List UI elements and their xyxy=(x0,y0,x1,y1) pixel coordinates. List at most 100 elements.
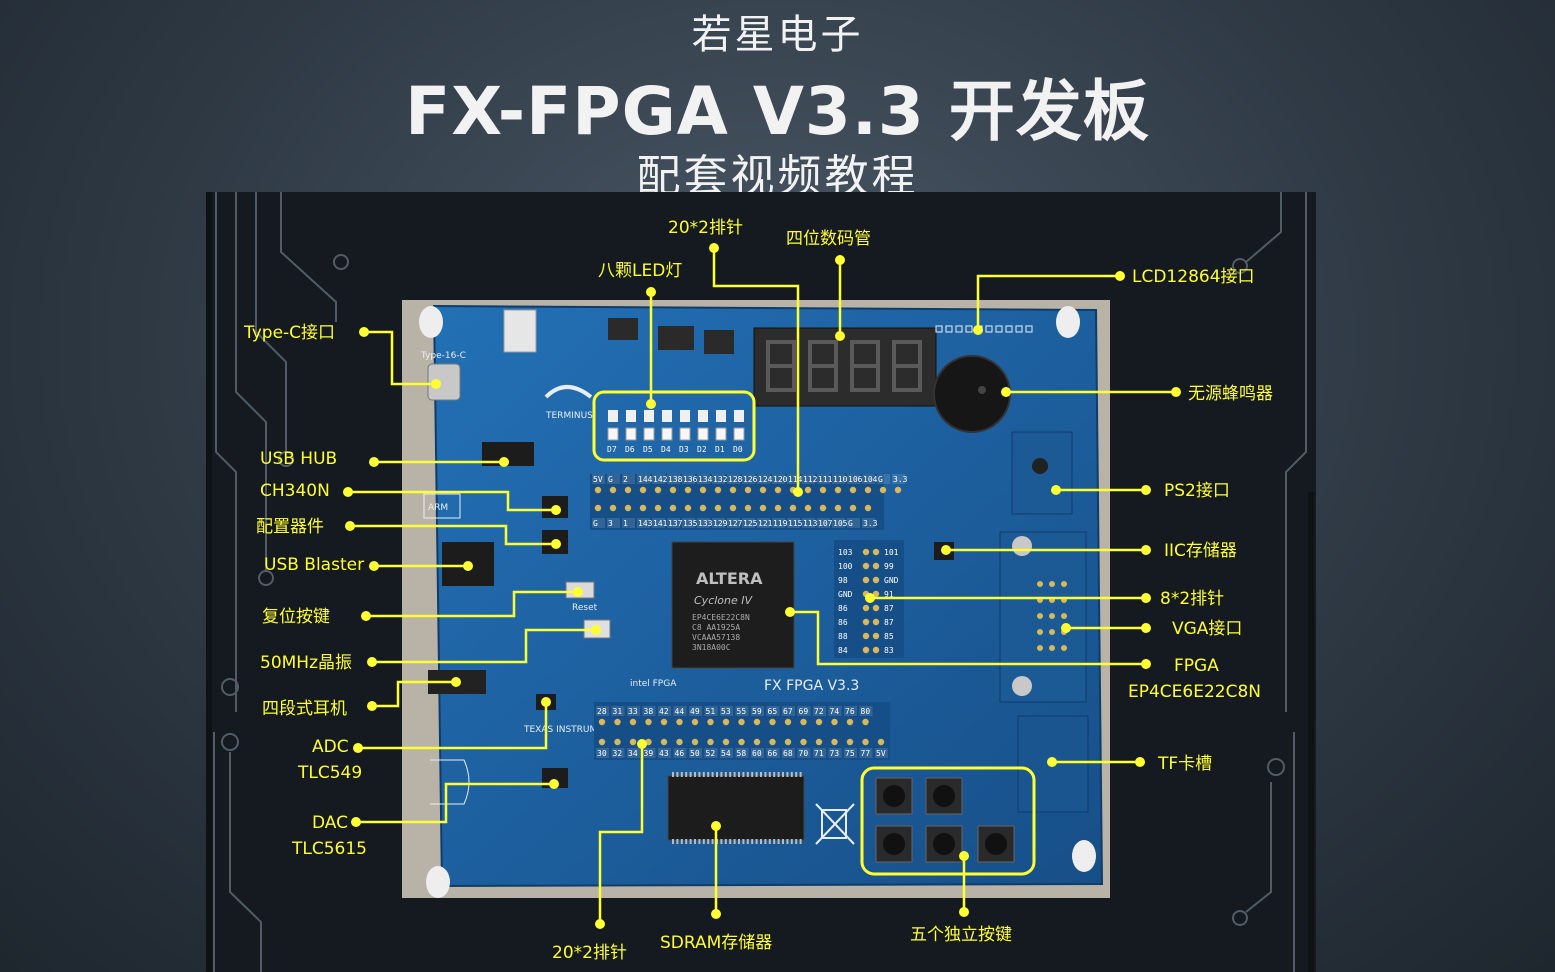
vga-pin xyxy=(1061,645,1067,651)
p6-top-label-bg xyxy=(607,474,620,484)
sdram-pin-bottom xyxy=(755,839,758,844)
p6-top-label-bg xyxy=(622,474,635,484)
p6-top-label: 104 xyxy=(863,475,878,484)
p6-bottom-label: 135 xyxy=(683,519,698,528)
p6-bottom-pin xyxy=(729,504,737,512)
p6-top-label: 5V xyxy=(593,475,603,484)
led-label: D3 xyxy=(679,445,689,454)
p9-left-pin xyxy=(862,562,870,570)
standoff-br xyxy=(1072,840,1096,872)
p6-bottom-label: 133 xyxy=(698,519,713,528)
p6-top-label-bg xyxy=(862,474,875,484)
label-lcd: LCD12864接口 xyxy=(1132,267,1255,287)
label-dac-part: TLC5615 xyxy=(291,839,367,859)
p6-top-label: 3.3 xyxy=(893,475,908,484)
key-buttons xyxy=(875,777,1015,863)
led xyxy=(661,427,673,441)
p6-bottom-label-bg xyxy=(607,518,620,528)
p6-top-label: 111 xyxy=(818,475,833,484)
p7-bottom-label: 54 xyxy=(721,749,731,758)
p6-bottom-pin xyxy=(804,504,812,512)
p7-top-pin xyxy=(660,718,668,726)
board-silk-name: FX FPGA V3.3 xyxy=(764,678,859,694)
sdram-pin-top xyxy=(702,772,705,777)
seven-segment-digits xyxy=(766,340,922,392)
p7-bottom-pin xyxy=(877,738,885,746)
p7-bottom-pin xyxy=(753,738,761,746)
p6-top-pin xyxy=(864,486,872,494)
p6-top-pin xyxy=(744,486,752,494)
p6-top-pin xyxy=(804,486,812,494)
sdram-pin-bottom xyxy=(676,839,679,844)
p9-left-pin xyxy=(862,576,870,584)
p9-left-pin xyxy=(862,646,870,654)
p6-top-pin xyxy=(669,486,677,494)
p6-top-pin xyxy=(849,486,857,494)
sdram-pin-bottom xyxy=(702,839,705,844)
p6-bottom-pin xyxy=(744,504,752,512)
p6-top-label: 114 xyxy=(788,475,803,484)
p7-bottom-label: 32 xyxy=(613,749,623,758)
sdram-pin-top xyxy=(680,772,683,777)
p6-top-pin xyxy=(819,486,827,494)
sdram-pin-bottom xyxy=(782,839,784,844)
fpga-family: Cyclone IV xyxy=(694,594,754,607)
p7-bottom-label-bg xyxy=(689,748,702,758)
p6-top-pin xyxy=(609,486,617,494)
fpga-part-3: VCAAA57138 xyxy=(692,633,740,642)
p7-top-label: 76 xyxy=(845,707,855,716)
p7-bottom-label: 52 xyxy=(706,749,716,758)
sdram-chip xyxy=(667,775,805,841)
p6-top-label: 134 xyxy=(698,475,713,484)
p7-top-pin xyxy=(815,718,823,726)
sdram-pin-bottom xyxy=(777,839,780,844)
label-dac: DAC xyxy=(312,813,348,833)
sdram-pin-bottom xyxy=(711,839,714,844)
label-reset: 复位按键 xyxy=(262,607,330,627)
vga-pin xyxy=(1037,613,1043,619)
p7-top-label-bg xyxy=(720,706,733,716)
label-adc: ADC xyxy=(312,737,349,757)
led-resistor xyxy=(644,410,654,422)
p6-bottom-label-bg xyxy=(637,518,650,528)
sdram-pin-top xyxy=(716,772,718,777)
p6-top-pin xyxy=(624,486,632,494)
p7-bottom-label-bg xyxy=(766,748,780,758)
sdram-pin-top xyxy=(746,772,749,777)
p6-top-pin xyxy=(894,486,902,494)
p7-bottom-label-bg xyxy=(642,748,656,758)
p6-top-label-bg xyxy=(697,474,710,484)
sdram-pin-top xyxy=(676,772,679,777)
usb-c-connector xyxy=(427,363,461,401)
lcd-header-pins xyxy=(935,325,1033,333)
label-config: 配置器件 xyxy=(256,517,324,537)
p6-bottom-label: G xyxy=(848,519,853,528)
sdram-pin-top xyxy=(768,772,771,777)
p6-top-label-bg xyxy=(652,474,665,484)
led xyxy=(697,427,709,441)
p6-bottom-label-bg xyxy=(667,518,680,528)
p7-top-label: 74 xyxy=(830,707,840,716)
sdram-pin-bottom xyxy=(689,839,692,844)
label-typec: Type-C接口 xyxy=(243,323,335,343)
buzzer-hole xyxy=(978,386,986,394)
p6-top-pin xyxy=(699,486,707,494)
led-resistor xyxy=(608,410,618,422)
vga-mount-bottom xyxy=(1012,676,1032,696)
p6-bottom-label-bg xyxy=(862,518,875,528)
p6-bottom-pin xyxy=(864,504,872,512)
p7-bottom-label-bg xyxy=(751,748,764,758)
p9-left-pin xyxy=(862,548,870,556)
p7-top-label-bg xyxy=(782,706,795,716)
sdram-pin-top xyxy=(795,772,798,777)
p9-right-pin xyxy=(872,548,880,556)
p6-top-label-bg xyxy=(787,474,800,484)
p7-top-label: 28 xyxy=(597,707,607,716)
power-switch xyxy=(503,309,537,353)
p7-bottom-pin xyxy=(629,738,637,746)
key-button-body xyxy=(977,825,1015,863)
reset-silk: Reset xyxy=(572,603,598,613)
p7-top-label: 67 xyxy=(783,707,793,716)
lcd-pin xyxy=(995,325,1003,333)
